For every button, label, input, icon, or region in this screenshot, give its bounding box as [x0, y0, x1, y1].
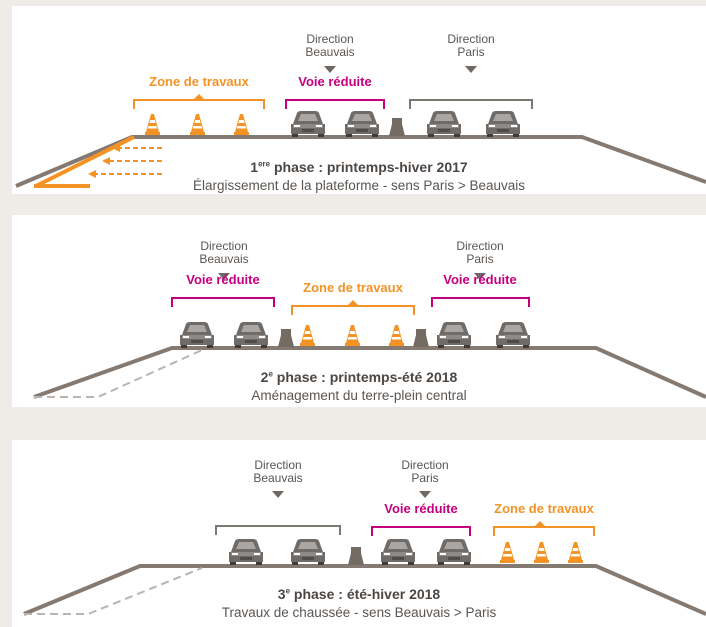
median-barrier [413, 329, 429, 347]
phase-title: 2e phase : printemps-été 2018 [260, 369, 458, 385]
car-icon [345, 111, 379, 137]
voie-reduite-label: Voie réduite [298, 74, 372, 89]
arrow-down-icon [465, 66, 477, 73]
direction-beauvais-label: Direction Beauvais [199, 239, 249, 266]
cone-icon [534, 542, 549, 563]
arrow-down-icon [474, 273, 486, 280]
direction-paris-label: Direction Paris [456, 239, 504, 266]
median-barrier [278, 329, 294, 347]
voie-reduite-bracket [371, 526, 471, 536]
voie-reduite-label: Voie réduite [186, 272, 260, 287]
direction-paris-bracket [409, 99, 533, 109]
voie-reduite-bracket [431, 297, 530, 307]
cone-icon [500, 542, 515, 563]
car-icon [291, 539, 325, 565]
cone-icon [145, 114, 160, 135]
voie-reduite-bracket [171, 297, 275, 307]
median-barrier [348, 547, 364, 565]
phase-subtitle: Travaux de chaussée - sens Beauvais > Pa… [221, 605, 497, 620]
phase-subtitle: Aménagement du terre-plein central [251, 388, 467, 403]
car-icon [496, 322, 530, 348]
direction-paris-label: Direction Paris [447, 32, 495, 59]
phase-title: 1ere phase : printemps-hiver 2017 [250, 159, 468, 175]
phase-2-diagram [33, 273, 706, 399]
phase-subtitle: Élargissement de la plateforme - sens Pa… [192, 178, 526, 193]
road-profile [33, 346, 706, 399]
arrow-down-icon [218, 273, 230, 280]
direction-beauvais-label: Direction Beauvais [253, 458, 303, 485]
zone-travaux-label: Zone de travaux [494, 501, 594, 516]
car-icon [291, 111, 325, 137]
widening-arrows [94, 147, 162, 175]
phase-3-diagram [23, 491, 706, 616]
car-icon [180, 322, 214, 348]
zone-travaux-bracket [493, 526, 595, 536]
zone-travaux-label: Zone de travaux [149, 74, 249, 89]
phase-title: 3e phase : été-hiver 2018 [277, 586, 441, 602]
zone-travaux-bracket [133, 99, 265, 109]
zone-travaux-label: Zone de travaux [303, 280, 403, 295]
arrow-down-icon [419, 491, 431, 498]
car-icon [229, 539, 263, 565]
cone-icon [345, 325, 360, 346]
cone-icon [389, 325, 404, 346]
direction-paris-label: Direction Paris [401, 458, 449, 485]
car-icon [234, 322, 268, 348]
arrow-down-icon [272, 491, 284, 498]
direction-beauvais-label: Direction Beauvais [305, 32, 355, 59]
car-icon [437, 322, 471, 348]
phase-1-diagram [15, 66, 706, 188]
arrow-down-icon [324, 66, 336, 73]
cone-icon [234, 114, 249, 135]
cone-icon [190, 114, 205, 135]
car-icon [381, 539, 415, 565]
car-icon [437, 539, 471, 565]
voie-reduite-label: Voie réduite [384, 501, 458, 516]
road-profile [15, 135, 706, 188]
voie-reduite-bracket [285, 99, 385, 109]
direction-beauvais-bracket [215, 525, 341, 535]
phase-2-panel: Direction Beauvais Direction Paris Voie … [12, 215, 706, 407]
previous-widening [24, 567, 203, 615]
zone-travaux-bracket [291, 305, 415, 315]
cone-icon [568, 542, 583, 563]
car-icon [486, 111, 520, 137]
car-icon [427, 111, 461, 137]
voie-reduite-label: Voie réduite [443, 272, 517, 287]
median-barrier [389, 118, 405, 136]
road-profile [23, 564, 706, 616]
cone-icon [300, 325, 315, 346]
phase-1-panel: Direction Beauvais Direction Paris Zone … [12, 6, 706, 194]
phase-3-panel: Direction Beauvais Direction Paris Voie … [12, 440, 706, 627]
